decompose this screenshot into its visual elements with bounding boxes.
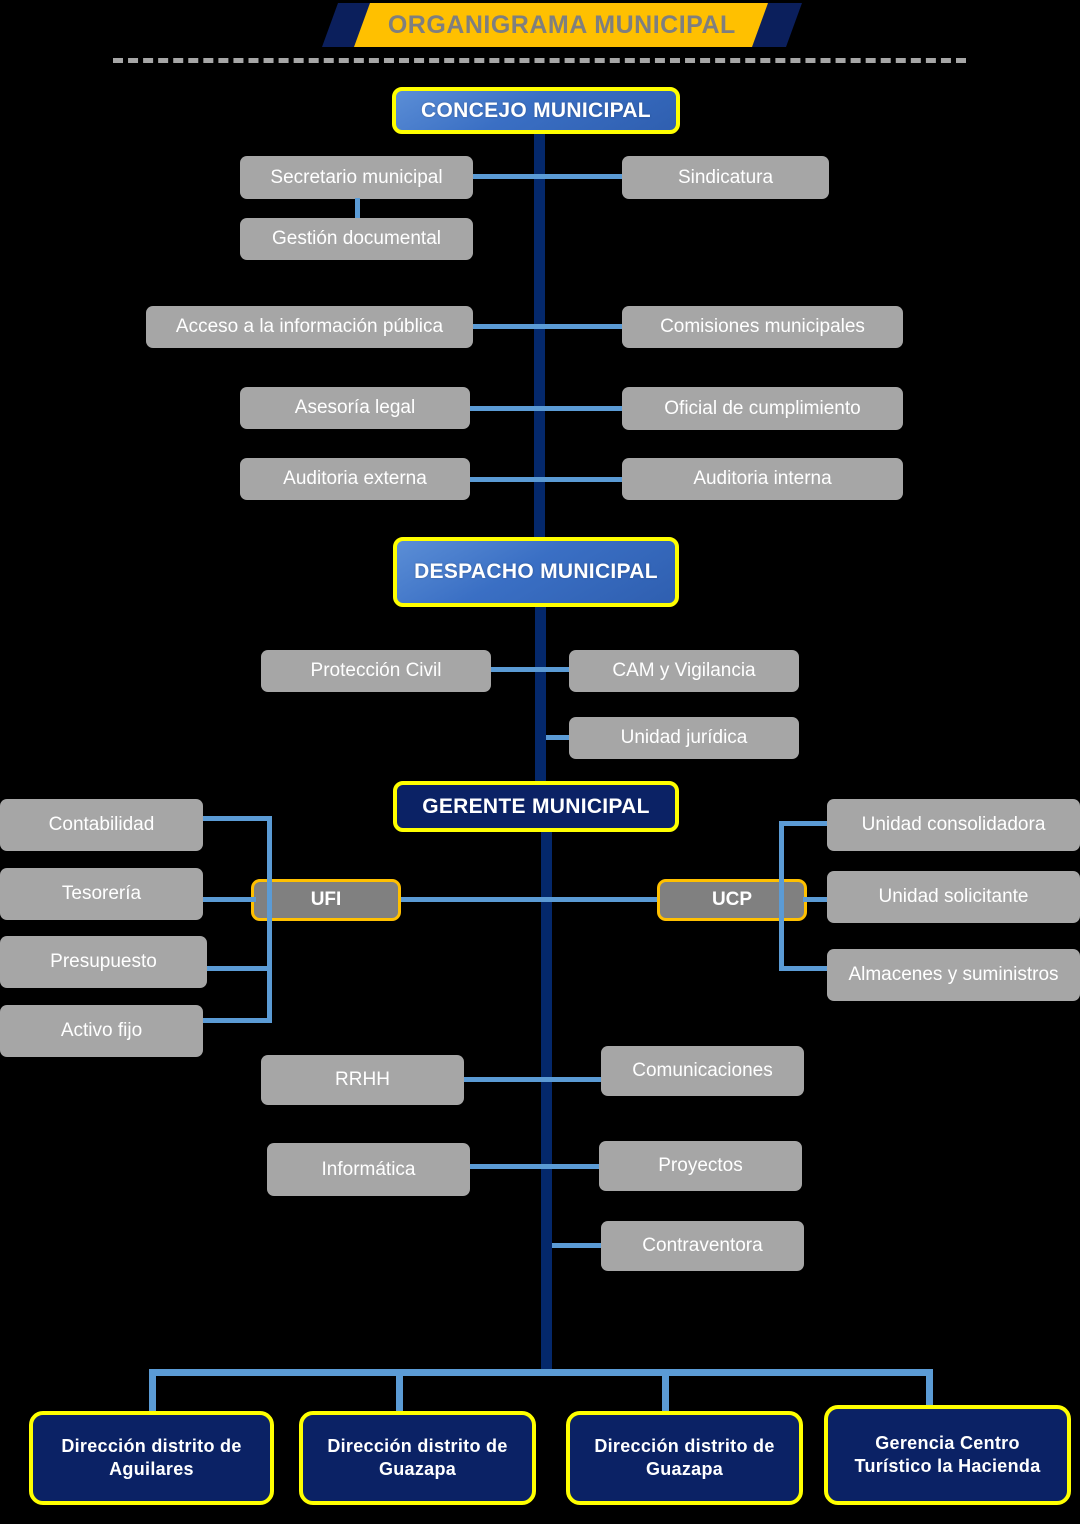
node-label: Proyectos [658,1155,743,1177]
node-label: Asesoría legal [294,397,416,419]
district-drop-4 [926,1369,933,1413]
node-direccion-distrito-aguilares[interactable]: Dirección distrito de Aguilares [29,1411,274,1505]
node-label: Acceso a la información pública [175,316,444,338]
district-drop-2 [396,1369,403,1413]
node-proyectos[interactable]: Proyectos [599,1141,802,1191]
connector-proteccion-cam [490,667,580,672]
node-despacho-municipal[interactable]: DESPACHO MUNICIPAL [393,537,679,607]
connector-informatica-proyectos [466,1164,608,1169]
node-label: Comunicaciones [632,1060,773,1082]
node-ufi[interactable]: UFI [251,879,401,921]
node-label: Comisiones municipales [660,316,865,338]
node-label: Dirección distrito de Guazapa [594,1435,775,1479]
node-label: Dirección distrito de Guazapa [327,1435,508,1479]
node-label: Unidad consolidadora [861,814,1046,836]
connector-unidad-juridica-trunk [546,735,580,740]
node-label: CONCEJO MUNICIPAL [421,98,651,122]
node-label: RRHH [335,1069,390,1091]
ufi-bracket-spine [267,816,272,1023]
connector-ucp-almacenes [779,966,834,971]
node-label: UCP [711,889,753,910]
node-informatica[interactable]: Informática [267,1143,470,1196]
node-label: Activo fijo [60,1020,143,1042]
ucp-bracket-spine [779,821,784,971]
connector-ufi-trunk [399,897,669,902]
node-gestion-documental[interactable]: Gestión documental [240,218,473,260]
node-direccion-distrito-guazapa-1[interactable]: Dirección distrito de Guazapa [299,1411,536,1505]
node-label: Contabilidad [48,814,155,836]
node-label: Gerencia Centro Turístico la Hacienda [854,1432,1041,1476]
trunk-line-lower [541,830,552,1375]
node-auditoria-interna[interactable]: Auditoria interna [622,458,903,500]
node-label: Informática [321,1158,416,1180]
node-proteccion-civil[interactable]: Protección Civil [261,650,491,692]
node-tesoreria[interactable]: Tesorería [0,868,203,920]
node-asesoria-legal[interactable]: Asesoría legal [240,387,470,429]
district-drop-1 [149,1369,156,1413]
dashed-divider [113,58,966,63]
connector-secretario-gestion [355,198,360,220]
node-presupuesto[interactable]: Presupuesto [0,936,207,988]
node-direccion-distrito-guazapa-2[interactable]: Dirección distrito de Guazapa [566,1411,803,1505]
node-unidad-solicitante[interactable]: Unidad solicitante [827,871,1080,923]
node-label: Oficial de cumplimiento [664,397,861,419]
node-label: Contraventora [642,1235,763,1257]
node-label: Gestión documental [272,228,441,250]
connector-asesoria-trunk [469,406,632,411]
node-comunicaciones[interactable]: Comunicaciones [601,1046,804,1096]
node-label: Auditoria externa [283,468,427,490]
node-label: Presupuesto [50,951,157,973]
district-drop-3 [662,1369,669,1413]
connector-acceso-trunk [472,324,632,329]
connector-contraventora-trunk [552,1243,608,1248]
node-sindicatura[interactable]: Sindicatura [622,156,829,199]
district-bracket-horizontal [149,1369,933,1376]
node-label: Unidad jurídica [620,727,748,749]
node-contabilidad[interactable]: Contabilidad [0,799,203,851]
node-acceso-informacion-publica[interactable]: Acceso a la información pública [146,306,473,348]
connector-ufi-tesoreria [201,897,256,902]
node-label: Sindicatura [677,166,774,188]
node-comisiones-municipales[interactable]: Comisiones municipales [622,306,903,348]
node-label: UFI [310,889,342,910]
node-label: Secretario municipal [270,166,443,188]
page-title: ORGANIGRAMA MUNICIPAL [388,10,736,39]
node-label: Almacenes y suministros [848,964,1059,986]
node-contraventora[interactable]: Contraventora [601,1221,804,1271]
node-gerencia-centro-turistico[interactable]: Gerencia Centro Turístico la Hacienda [824,1405,1071,1505]
connector-ucp-consolidadora [779,821,834,826]
connector-ufi-activofijo [201,1018,271,1023]
node-rrhh[interactable]: RRHH [261,1055,464,1105]
node-label: Protección Civil [310,660,442,682]
node-oficial-cumplimiento[interactable]: Oficial de cumplimiento [622,387,903,430]
connector-rrhh-comunicaciones [460,1077,608,1082]
connector-auditoria-trunk [469,477,632,482]
connector-ufi-contabilidad [201,816,271,821]
node-ucp[interactable]: UCP [657,879,807,921]
node-unidad-consolidadora[interactable]: Unidad consolidadora [827,799,1080,851]
node-label: DESPACHO MUNICIPAL [414,560,658,583]
connector-ucp-solicitante [803,897,834,902]
node-gerente-municipal[interactable]: GERENTE MUNICIPAL [393,781,679,832]
node-activo-fijo[interactable]: Activo fijo [0,1005,203,1057]
node-cam-vigilancia[interactable]: CAM y Vigilancia [569,650,799,692]
node-almacenes-suministros[interactable]: Almacenes y suministros [827,949,1080,1001]
node-unidad-juridica[interactable]: Unidad jurídica [569,717,799,759]
node-auditoria-externa[interactable]: Auditoria externa [240,458,470,500]
trunk-line-middle [535,605,546,783]
node-concejo-municipal[interactable]: CONCEJO MUNICIPAL [392,87,680,134]
node-label: Dirección distrito de Aguilares [61,1435,242,1479]
trunk-line-upper [534,132,545,542]
banner-body: ORGANIGRAMA MUNICIPAL [353,3,770,47]
connector-secretario-trunk [472,174,632,179]
node-label: Auditoria interna [693,468,832,490]
node-label: CAM y Vigilancia [612,660,756,682]
node-label: Tesorería [61,883,142,905]
node-label: Unidad solicitante [878,886,1029,908]
title-banner: ORGANIGRAMA MUNICIPAL [321,3,802,47]
node-secretario-municipal[interactable]: Secretario municipal [240,156,473,199]
connector-ufi-presupuesto [201,966,271,971]
node-label: GERENTE MUNICIPAL [422,794,650,818]
